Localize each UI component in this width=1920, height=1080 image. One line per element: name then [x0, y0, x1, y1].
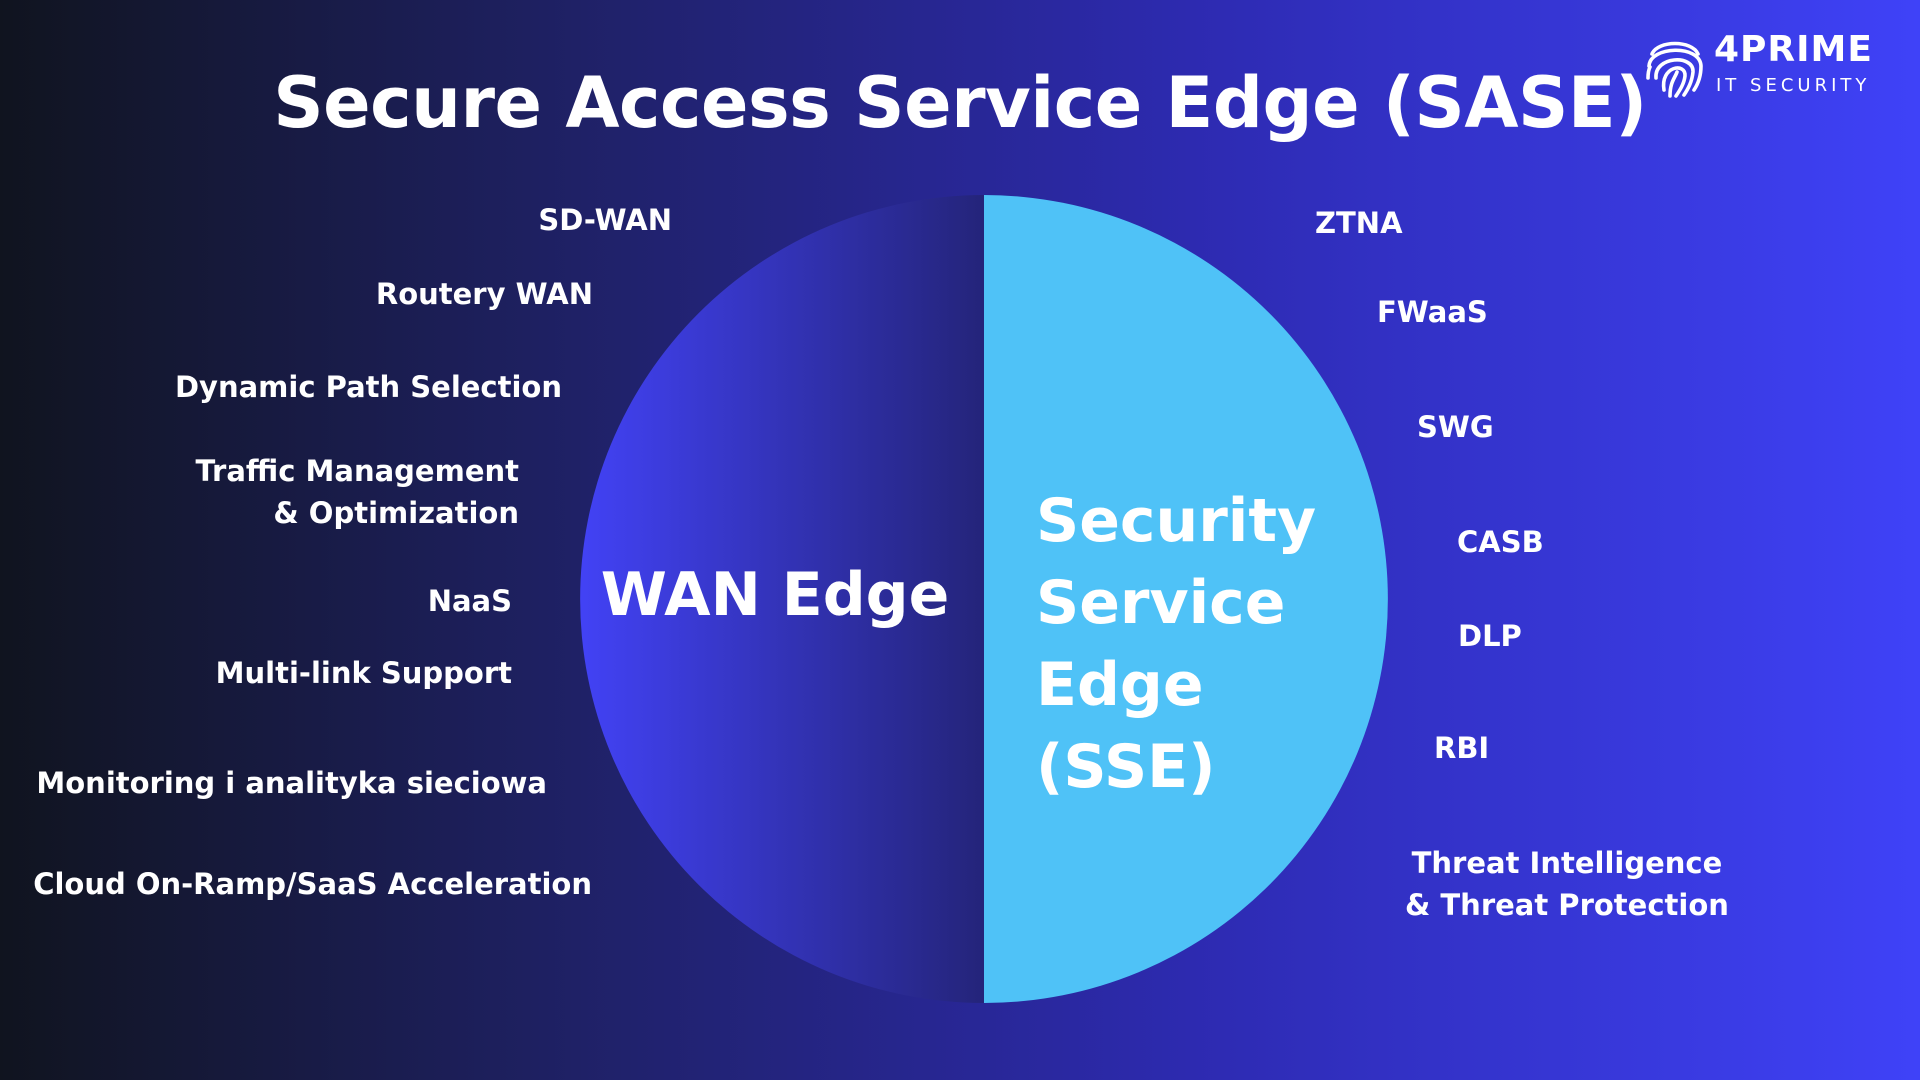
wan-item-line: Traffic Management [195, 454, 519, 488]
wan-item-traffic-management: Traffic Management & Optimization [195, 450, 519, 534]
sse-item-line: SWG [1417, 410, 1494, 444]
logo-brand-name: 4PRIME [1714, 29, 1873, 70]
wan-item-line: Cloud On-Ramp/SaaS Acceleration [33, 867, 592, 901]
wan-item-naas: NaaS [428, 580, 512, 622]
brand-logo: 4PRIME IT SECURITY [1640, 30, 1890, 104]
wan-edge-label: WAN Edge [600, 560, 950, 630]
wan-item-monitoring: Monitoring i analityka sieciowa [36, 762, 547, 804]
sse-label-line: Edge (SSE) [1036, 650, 1216, 802]
wan-item-line: Monitoring i analityka sieciowa [36, 766, 547, 800]
wan-item-multi-link-support: Multi-link Support [216, 652, 512, 694]
logo-tagline: IT SECURITY [1716, 75, 1871, 96]
sse-item-line: Threat Intelligence [1411, 846, 1723, 880]
wan-item-line: Routery WAN [375, 277, 593, 311]
sse-item-swg: SWG [1417, 406, 1494, 448]
sse-item-fwaas: FWaaS [1377, 291, 1488, 333]
sse-label-line: Security [1036, 486, 1317, 556]
wan-item-sd-wan: SD-WAN [538, 199, 672, 241]
sse-item-line: FWaaS [1377, 295, 1488, 329]
sse-item-line: DLP [1458, 619, 1522, 653]
sse-item-ztna: ZTNA [1315, 202, 1403, 244]
sse-item-rbi: RBI [1434, 727, 1489, 769]
fingerprint-icon [1646, 41, 1703, 98]
sse-item-line: CASB [1457, 525, 1544, 559]
sse-item-line: ZTNA [1315, 206, 1403, 240]
wan-item-line: Dynamic Path Selection [174, 370, 562, 404]
sse-half-circle [984, 195, 1388, 1003]
sse-item-threat-intelligence: Threat Intelligence & Threat Protection [1405, 842, 1729, 926]
wan-item-dynamic-path-selection: Dynamic Path Selection [175, 366, 562, 408]
wan-edge-half-circle [580, 195, 984, 1003]
wan-item-routery-wan: Routery WAN [376, 273, 593, 315]
sse-item-casb: CASB [1457, 521, 1544, 563]
wan-item-line: SD-WAN [538, 203, 672, 237]
wan-item-line: Multi-link Support [215, 656, 512, 690]
sse-item-line: & Threat Protection [1405, 888, 1729, 922]
wan-item-line: & Optimization [273, 496, 519, 530]
sse-item-line: RBI [1434, 731, 1490, 765]
sse-item-dlp: DLP [1458, 615, 1522, 657]
sse-label: Security Service Edge (SSE) [1036, 480, 1366, 808]
wan-item-cloud-on-ramp: Cloud On-Ramp/SaaS Acceleration [33, 863, 592, 905]
sse-label-line: Service [1036, 568, 1286, 638]
wan-item-line: NaaS [427, 584, 512, 618]
page-title: Secure Access Service Edge (SASE) [273, 62, 1647, 144]
